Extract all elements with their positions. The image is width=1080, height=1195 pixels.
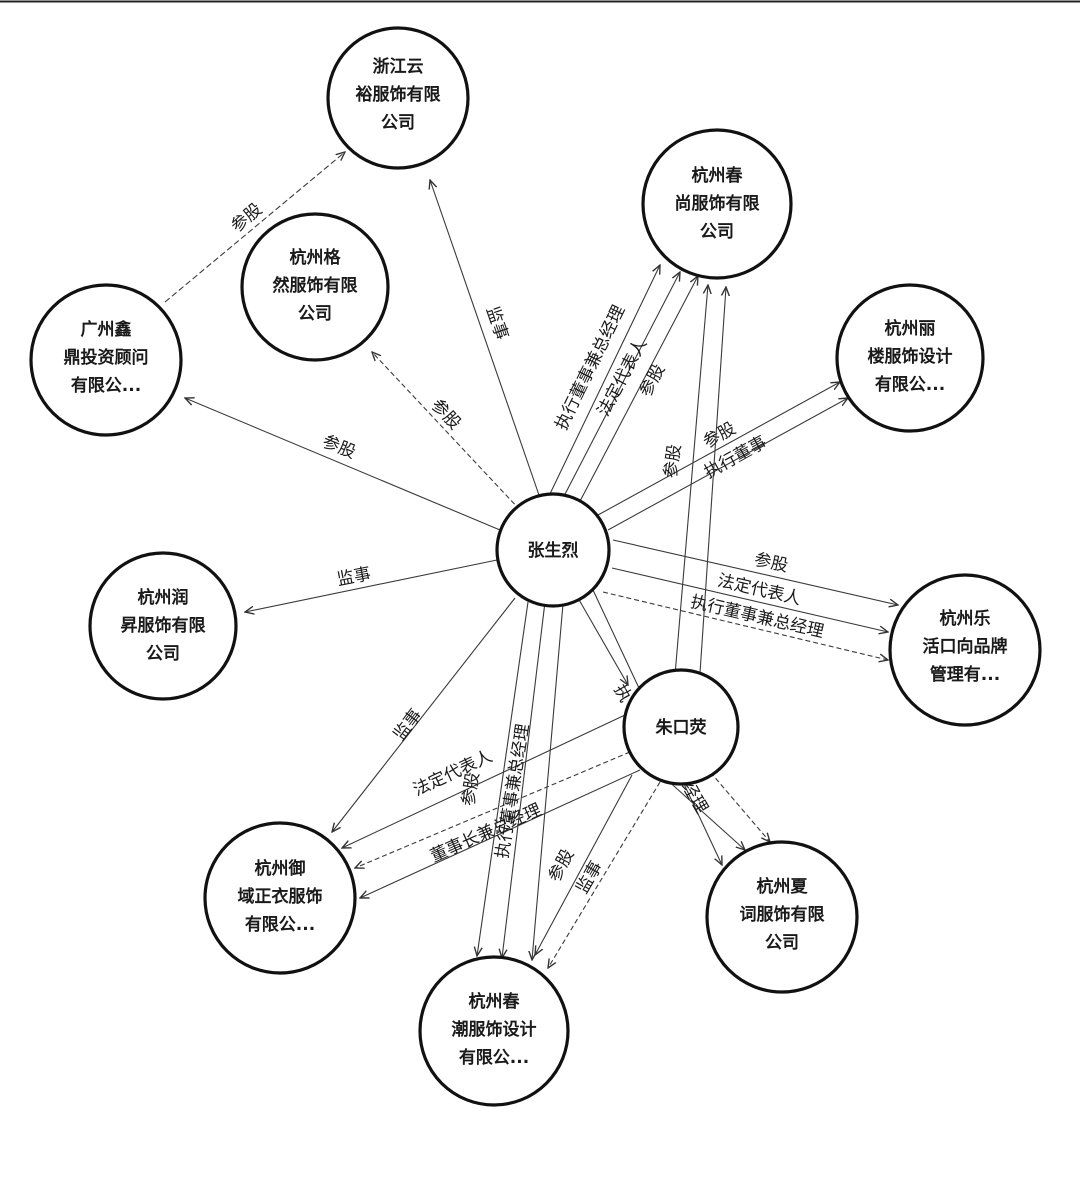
node-label: 公司 xyxy=(146,644,180,664)
node-label: 尚服饰有限 xyxy=(675,193,760,214)
node-label: 公司 xyxy=(700,222,734,242)
edge-center-hzh-supervisor: 监事 xyxy=(245,559,498,612)
edge-label: 监事 xyxy=(573,858,607,897)
node-company-hzl[interactable]: 杭州格 然服饰有限 公司 xyxy=(240,212,390,362)
node-label: 朱口荧 xyxy=(656,717,708,738)
node-company-zj[interactable]: 浙江云 裕服饰有限 公司 xyxy=(326,26,470,170)
node-label: 管理有... xyxy=(930,664,1000,685)
edge-label: 参股 xyxy=(661,443,686,479)
node-label: 杭州夏 xyxy=(757,876,809,897)
node-company-hzh[interactable]: 杭州润 昇服饰有限 公司 xyxy=(88,551,238,701)
node-label: 杭州春 xyxy=(692,165,743,186)
node-company-hzq[interactable]: 杭州丽 楼服饰设计 有限公... xyxy=(835,283,985,433)
edge-center-hzs-exec: 执行董事兼总经理 xyxy=(602,591,888,660)
edge-zhu-hzb-stake: 参股 xyxy=(535,774,633,955)
node-label: 裕服饰有限 xyxy=(356,84,441,105)
node-label: 杭州丽 xyxy=(885,318,936,339)
edge-label: 参股 xyxy=(752,550,789,577)
nodes-layer: 张生烈 朱口荧 浙江云 裕服饰有限 公司 广州鑫 鼎投资顾问 有限公... 杭州… xyxy=(29,26,1042,1107)
edge-center-zj-supervisor: 监事 xyxy=(430,180,541,499)
edge-label: 参股 xyxy=(427,395,465,434)
node-company-hzx[interactable]: 杭州夏 词服饰有限 公司 xyxy=(705,840,859,994)
edge-zhu-hzr-stake: 参股 xyxy=(661,285,708,676)
node-label: 昇服饰有限 xyxy=(121,615,206,636)
node-label: 公司 xyxy=(298,304,332,324)
node-label: 杭州格 xyxy=(290,247,342,268)
edge-center-zhu-exec: 执 xyxy=(577,597,635,706)
edge-zhu-hzv-stake xyxy=(355,751,631,868)
node-label: 活口向品牌 xyxy=(923,636,1008,657)
node-label: 杭州润 xyxy=(138,587,189,608)
node-label: 公司 xyxy=(381,113,415,133)
edge-zhu-hzr-extra xyxy=(699,287,726,674)
node-company-hzs[interactable]: 杭州乐 活口向品牌 管理有... xyxy=(888,573,1042,727)
edge-label: 参股 xyxy=(545,846,579,885)
node-label: 楼服饰设计 xyxy=(868,346,953,367)
node-company-hzb[interactable]: 杭州春 潮服饰设计 有限公... xyxy=(418,955,570,1107)
edge-label: 参股 xyxy=(636,361,670,400)
edge-label: 参股 xyxy=(459,771,484,808)
node-label: 域正衣服饰 xyxy=(238,886,323,907)
node-label: 鼎投资顾问 xyxy=(64,347,149,368)
node-label: 有限公... xyxy=(71,375,141,396)
edge-label: 董事长兼总经理 xyxy=(428,800,545,867)
edge-center-hzb-stake: 参股 xyxy=(459,601,546,958)
edge-label: 参股 xyxy=(227,200,266,237)
edge-label: 参股 xyxy=(319,432,358,463)
node-label: 有限公... xyxy=(245,914,315,935)
node-label: 然服饰有限 xyxy=(273,275,358,296)
node-label: 浙江云 xyxy=(373,56,424,77)
node-label: 杭州乐 xyxy=(940,608,991,629)
edge-center-hzb-extra xyxy=(532,603,564,960)
node-person-zhu[interactable]: 朱口荧 xyxy=(622,668,740,786)
node-label: 有限公... xyxy=(459,1047,529,1068)
node-company-hzv[interactable]: 杭州御 域正衣服饰 有限公... xyxy=(203,821,357,975)
node-company-hzr[interactable]: 杭州春 尚服饰有限 公司 xyxy=(641,128,793,280)
edge-label: 监事 xyxy=(335,564,372,590)
node-label: 张生烈 xyxy=(528,540,579,561)
node-company-gz[interactable]: 广州鑫 鼎投资顾问 有限公... xyxy=(29,283,183,437)
edge-center-hzq-stake: 参股 xyxy=(597,382,840,516)
edge-center-hzq-exec: 执行董事 xyxy=(607,398,848,531)
edge-label: 监事 xyxy=(482,304,512,343)
edge-label: 法定代表人 xyxy=(410,746,495,800)
node-label: 杭州御 xyxy=(255,858,306,879)
edge-label: 监事 xyxy=(390,705,426,744)
node-label: 广州鑫 xyxy=(81,319,132,340)
node-label: 潮服饰设计 xyxy=(452,1019,537,1040)
node-center-person[interactable]: 张生烈 xyxy=(495,492,611,608)
node-label: 有限公... xyxy=(875,374,945,395)
edge-zhu-hzx-manager: 经理 xyxy=(664,777,745,850)
edge-center-hzb-exec: 执行董事兼总经理 xyxy=(477,601,534,956)
node-label: 公司 xyxy=(765,933,799,953)
node-label: 杭州春 xyxy=(469,991,520,1012)
node-label: 词服饰有限 xyxy=(740,904,825,925)
